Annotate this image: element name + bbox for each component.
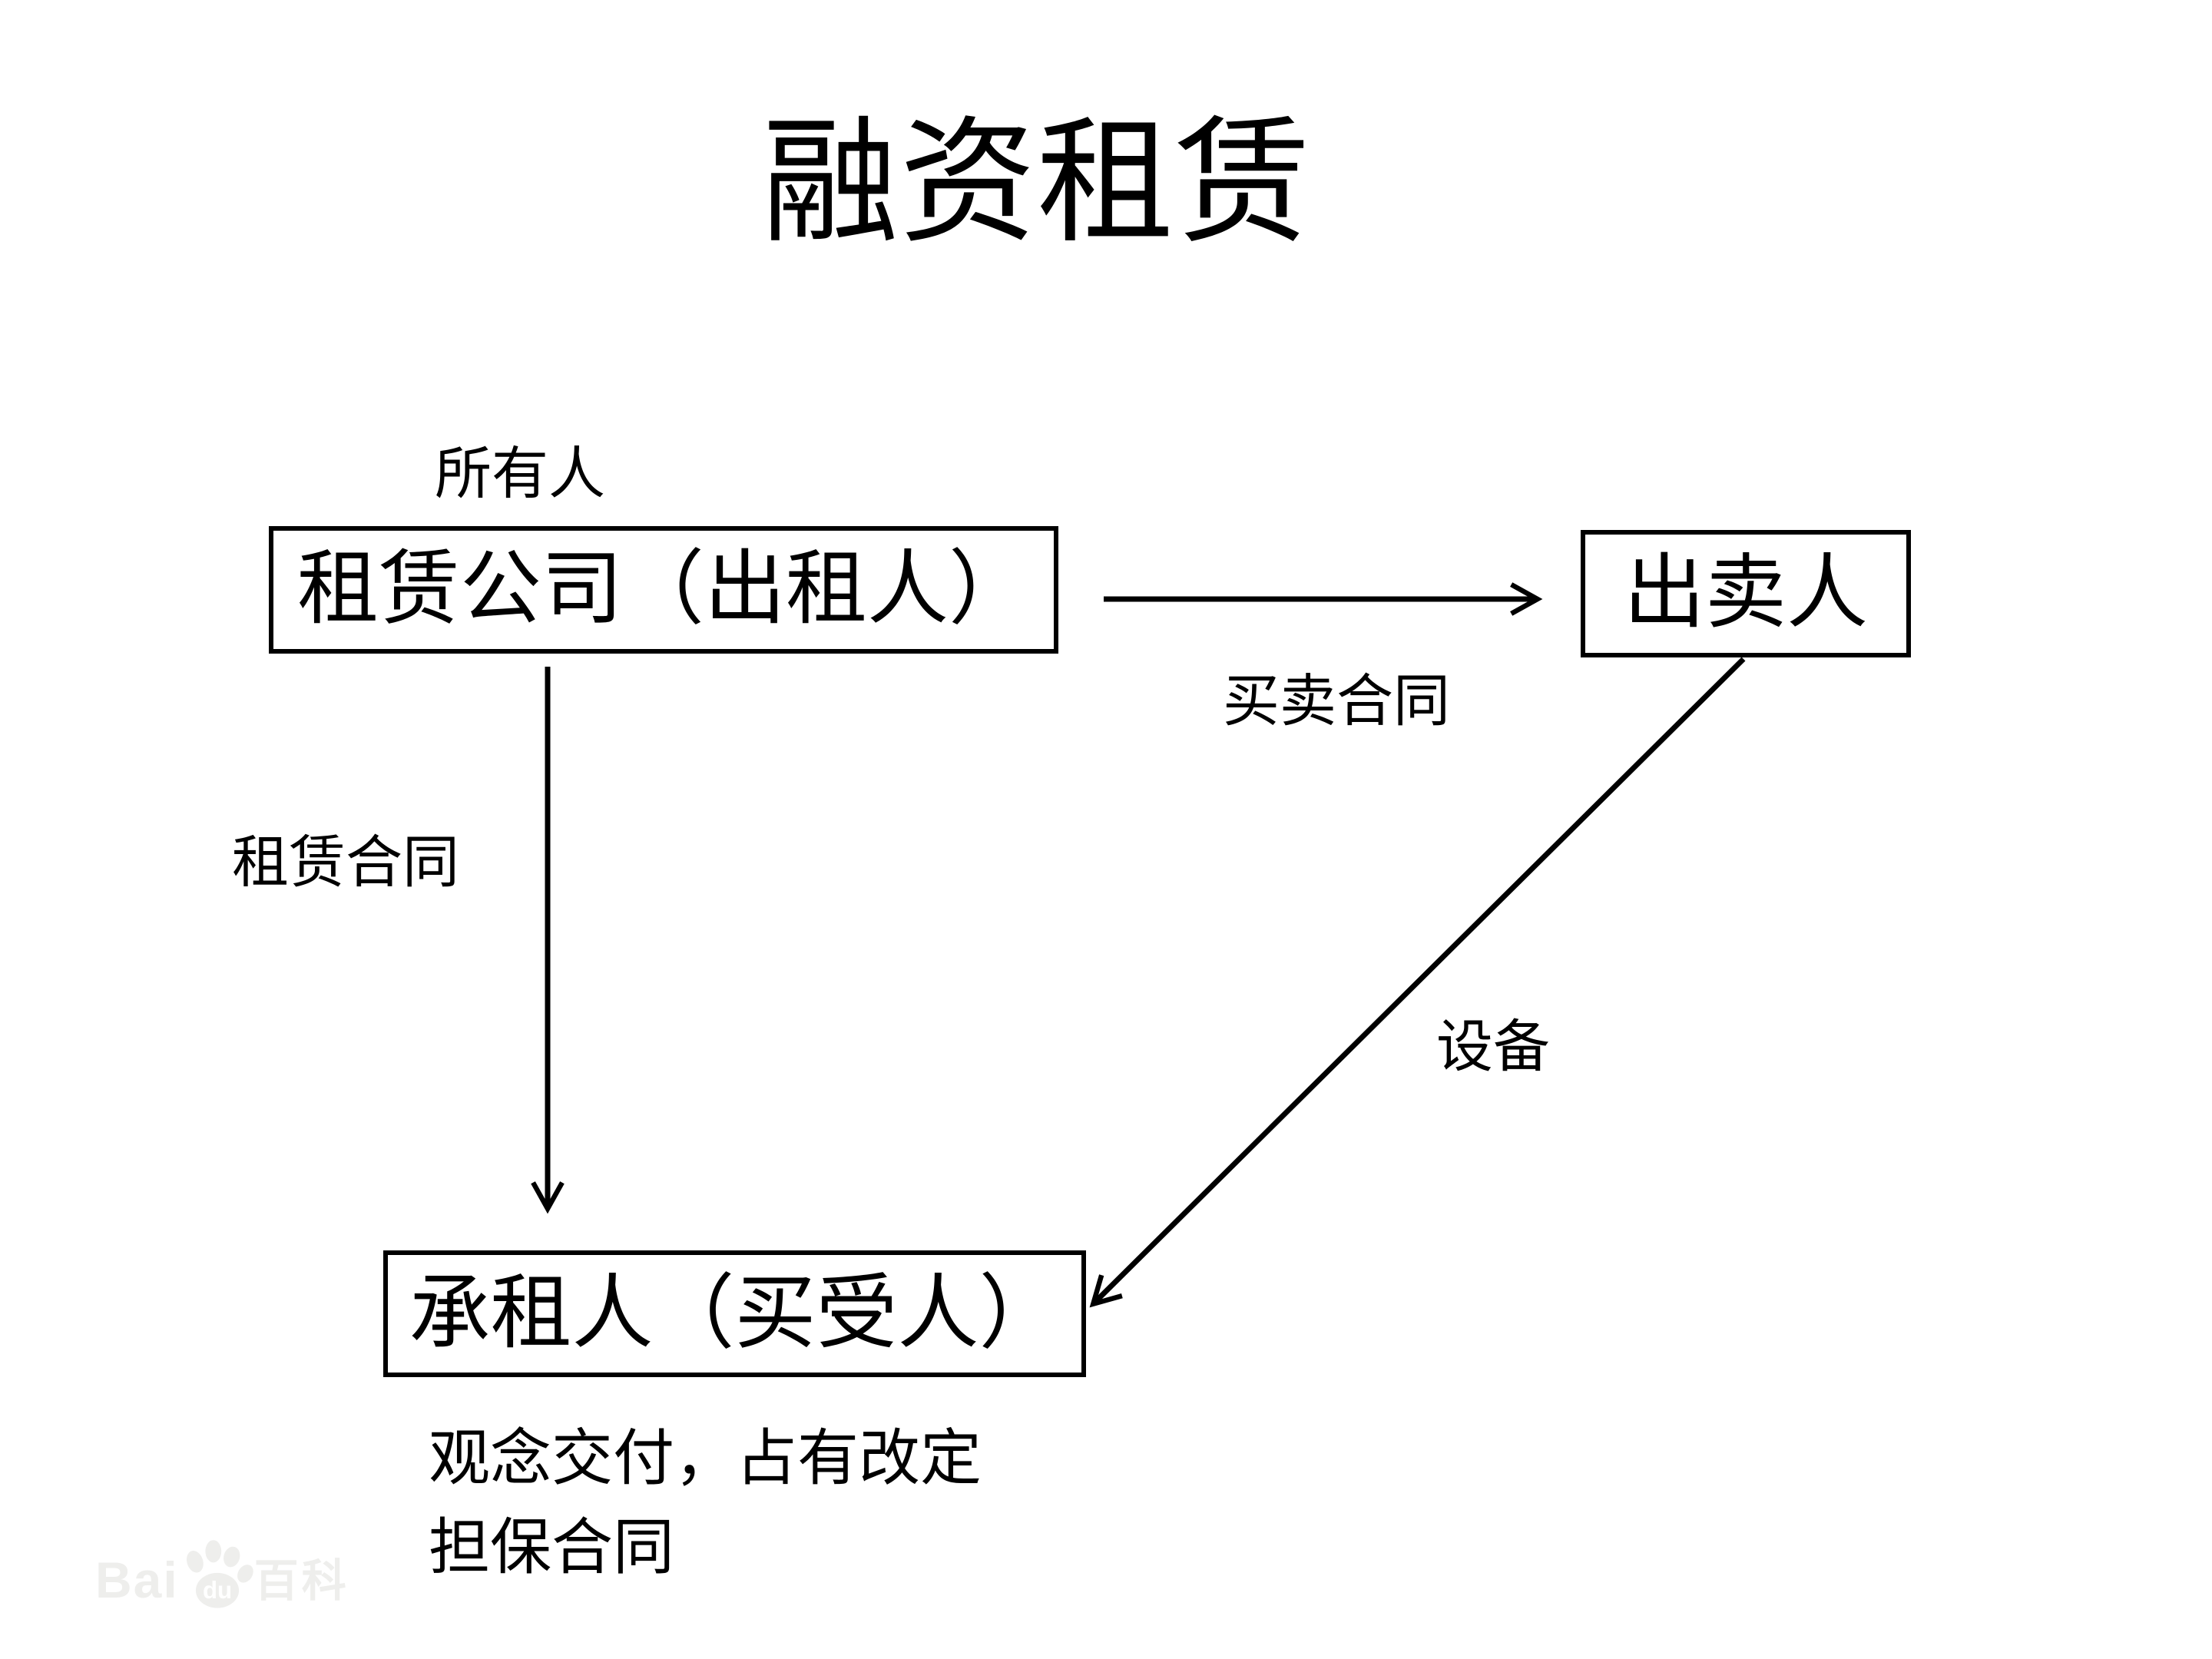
watermark-baike-text: 百科 — [253, 1556, 349, 1607]
baidu-paw-icon: du — [177, 1536, 257, 1616]
node-lessor-label: 租赁公司（出租人） — [297, 545, 1030, 634]
footnote-line-2: 担保合同 — [429, 1515, 674, 1582]
footnote: 观念交付，占有改定 担保合同 — [429, 1415, 982, 1593]
node-seller: 出卖人 — [1581, 530, 1911, 657]
equipment-label: 设备 — [1436, 1016, 1550, 1079]
page-title: 融资租赁 — [762, 108, 1312, 260]
node-lessee: 承租人（买受人） — [383, 1250, 1086, 1377]
footnote-line-1: 观念交付，占有改定 — [429, 1426, 982, 1493]
equipment-arrow — [1089, 657, 1746, 1308]
baidu-baike-watermark: Bai du 百科 — [95, 1525, 349, 1608]
node-lessor: 租赁公司（出租人） — [269, 526, 1058, 654]
node-seller-label: 出卖人 — [1624, 548, 1868, 638]
node-lessee-label: 承租人（买受人） — [409, 1268, 1061, 1359]
watermark-bai-text: Bai — [95, 1551, 179, 1608]
watermark-du-text: du — [203, 1577, 232, 1604]
owner-label: 所有人 — [435, 443, 605, 506]
lease-contract-label: 租赁合同 — [232, 832, 459, 895]
sales-contract-label: 买卖合同 — [1223, 671, 1450, 733]
